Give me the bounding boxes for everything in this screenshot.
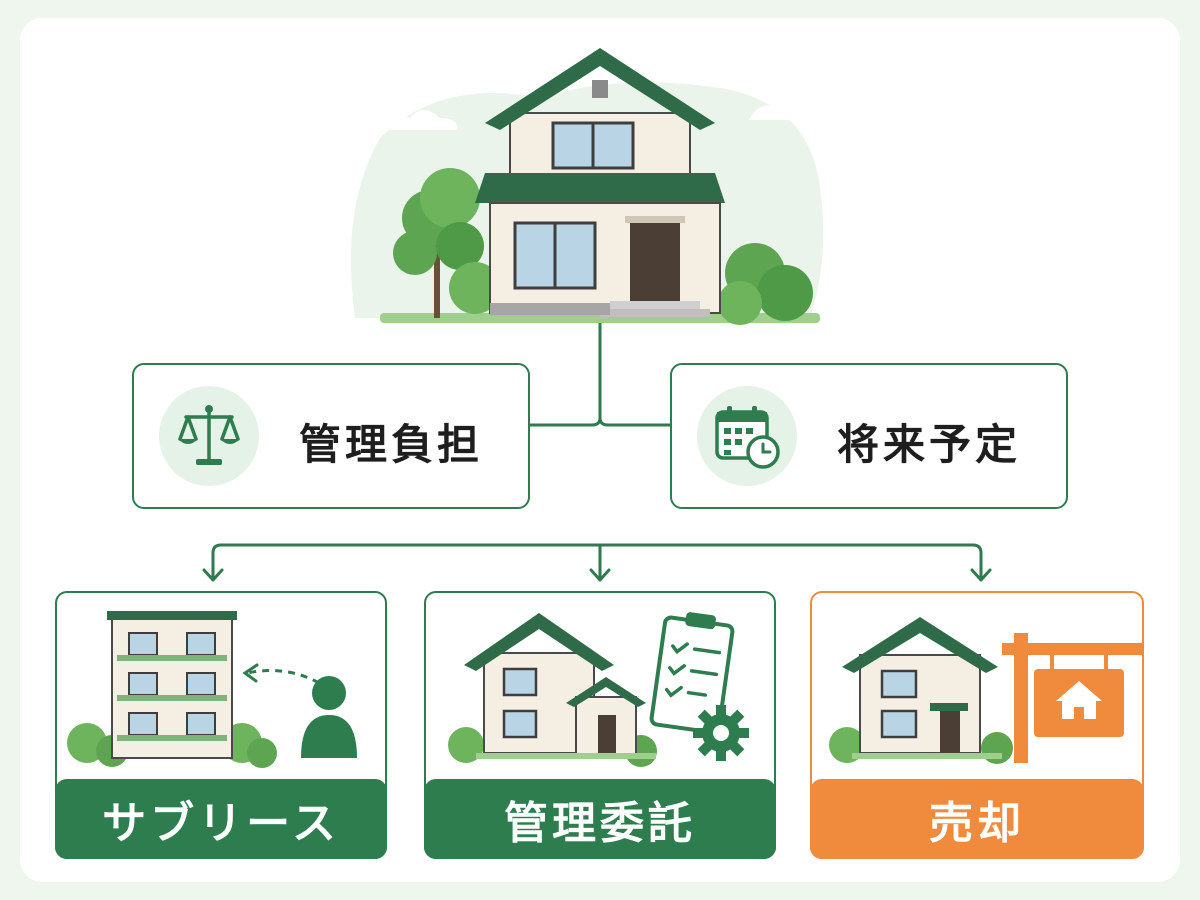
factor-label: 管理負担 — [299, 420, 484, 469]
cloud-left — [378, 110, 458, 130]
option-label-banner: 売却 — [810, 779, 1144, 859]
apartment-illustration — [67, 611, 357, 768]
split-line — [211, 543, 983, 580]
cloud-right — [748, 100, 828, 120]
scales-icon-badge — [159, 386, 259, 486]
calendar-icon-badge — [697, 386, 797, 486]
factor-box-future-plans: 将来予定 — [670, 363, 1068, 509]
diagram-canvas: 管理負担 将来予定 — [20, 18, 1180, 882]
house-for-sale-illustration — [829, 617, 1142, 764]
option-label-banner: 管理委託 — [424, 779, 776, 859]
arrowhead-left — [202, 568, 224, 582]
arrowhead-middle — [589, 568, 611, 582]
option-card-sublease: サブリース — [55, 591, 387, 859]
house-checklist-illustration — [448, 612, 749, 767]
gear-icon — [693, 705, 749, 761]
calendar-clock-icon — [715, 406, 780, 469]
factor-label: 将来予定 — [837, 420, 1022, 469]
for-sale-sign-icon — [1002, 633, 1142, 763]
option-card-management-consignment: 管理委託 — [424, 591, 776, 859]
scales-icon — [178, 405, 240, 465]
branch-line-left — [526, 416, 602, 427]
connector-lines — [202, 48, 992, 582]
option-label-banner: サブリース — [55, 779, 387, 859]
hero-house-illustration — [350, 48, 828, 325]
arrowhead-right — [970, 568, 992, 582]
branch-line-right — [598, 416, 672, 427]
factor-box-management-burden: 管理負担 — [132, 363, 530, 509]
option-card-sale: 売却 — [810, 591, 1144, 859]
